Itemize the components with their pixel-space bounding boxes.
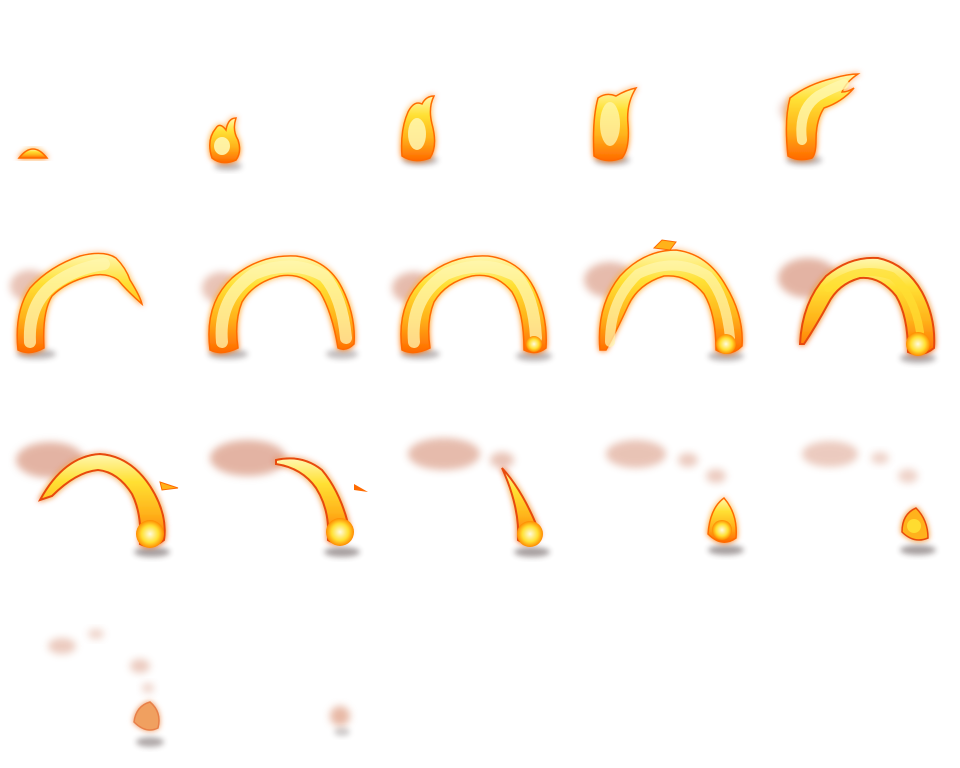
frame-14 xyxy=(576,384,768,576)
frame-5 xyxy=(768,0,960,192)
frame-6 xyxy=(0,192,192,384)
frame-3 xyxy=(384,0,576,192)
frame-11 xyxy=(0,384,192,576)
frame-1 xyxy=(0,0,192,192)
frame-15 xyxy=(768,384,960,576)
frame-4 xyxy=(576,0,768,192)
frame-13 xyxy=(384,384,576,576)
frame-10 xyxy=(768,192,960,384)
frame-7 xyxy=(192,192,384,384)
frame-12 xyxy=(192,384,384,576)
frame-17 xyxy=(192,576,384,768)
frame-2 xyxy=(192,0,384,192)
frame-9 xyxy=(576,192,768,384)
frame-8 xyxy=(384,192,576,384)
frame-16 xyxy=(0,576,192,768)
